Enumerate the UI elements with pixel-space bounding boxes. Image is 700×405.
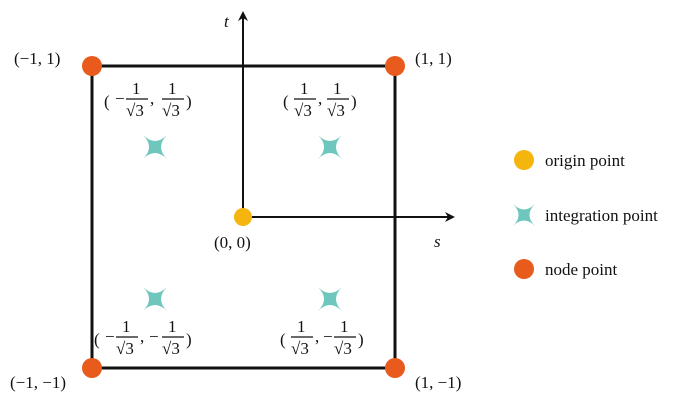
- comma: ,: [315, 327, 319, 346]
- s-axis-label: s: [434, 232, 441, 251]
- comma: ,: [318, 89, 322, 108]
- denominator-y: √3: [162, 339, 180, 358]
- numerator-x: 1: [300, 79, 309, 98]
- paren-open: (: [283, 92, 289, 111]
- paren-open: (: [94, 330, 100, 349]
- node-label-top-left: (−1, 1): [14, 49, 60, 68]
- sign-x: −: [105, 327, 115, 346]
- numerator-x: 1: [132, 79, 141, 98]
- numerator-y: 1: [333, 79, 342, 98]
- numerator-y: 1: [168, 79, 177, 98]
- legend-label-node: node point: [545, 260, 618, 279]
- paren-close: ): [351, 92, 357, 111]
- legend: origin point integration point node poin…: [513, 150, 658, 279]
- sign-y: −: [323, 327, 333, 346]
- denominator-x: √3: [291, 339, 309, 358]
- integration-point-lower-left: [143, 287, 167, 311]
- integration-label-lower-left: ( − 1 √3 , − 1 √3 ): [94, 317, 192, 358]
- numerator-x: 1: [297, 317, 306, 336]
- denominator-x: √3: [116, 339, 134, 358]
- t-axis-label: t: [224, 12, 230, 31]
- numerator-x: 1: [122, 317, 131, 336]
- paren-open: (: [280, 330, 286, 349]
- node-point-bottom-left: [82, 358, 102, 378]
- node-point-top-right: [385, 56, 405, 76]
- origin-dot-icon: [514, 150, 534, 170]
- paren-close: ): [358, 330, 364, 349]
- integration-point-upper-right: [318, 135, 342, 159]
- numerator-y: 1: [340, 317, 349, 336]
- denominator-y: √3: [327, 101, 345, 120]
- sign-y: −: [149, 327, 159, 346]
- node-label-top-right: (1, 1): [415, 49, 452, 68]
- integration-star-icon: [513, 204, 535, 226]
- paren-close: ): [186, 92, 192, 111]
- node-point-top-left: [82, 56, 102, 76]
- denominator-x: √3: [126, 101, 144, 120]
- sign-x: −: [115, 89, 125, 108]
- legend-label-origin: origin point: [545, 151, 625, 170]
- node-label-bottom-left: (−1, −1): [10, 373, 66, 392]
- node-label-bottom-right: (1, −1): [415, 373, 461, 392]
- integration-point-lower-right: [318, 287, 342, 311]
- integration-point-upper-left: [143, 135, 167, 159]
- paren-open: (: [104, 92, 110, 111]
- integration-label-upper-right: ( 1 √3 , 1 √3 ): [283, 79, 357, 120]
- denominator-y: √3: [334, 339, 352, 358]
- node-point-bottom-right: [385, 358, 405, 378]
- denominator-y: √3: [162, 101, 180, 120]
- integration-label-lower-right: ( 1 √3 , − 1 √3 ): [280, 317, 364, 358]
- paren-close: ): [186, 330, 192, 349]
- comma: ,: [140, 327, 144, 346]
- integration-label-upper-left: ( − 1 √3 , 1 √3 ): [104, 79, 192, 120]
- comma: ,: [150, 89, 154, 108]
- origin-label: (0, 0): [214, 233, 251, 252]
- numerator-y: 1: [168, 317, 177, 336]
- node-dot-icon: [514, 259, 534, 279]
- legend-label-integration: integration point: [545, 206, 658, 225]
- origin-point: [234, 208, 252, 226]
- denominator-x: √3: [294, 101, 312, 120]
